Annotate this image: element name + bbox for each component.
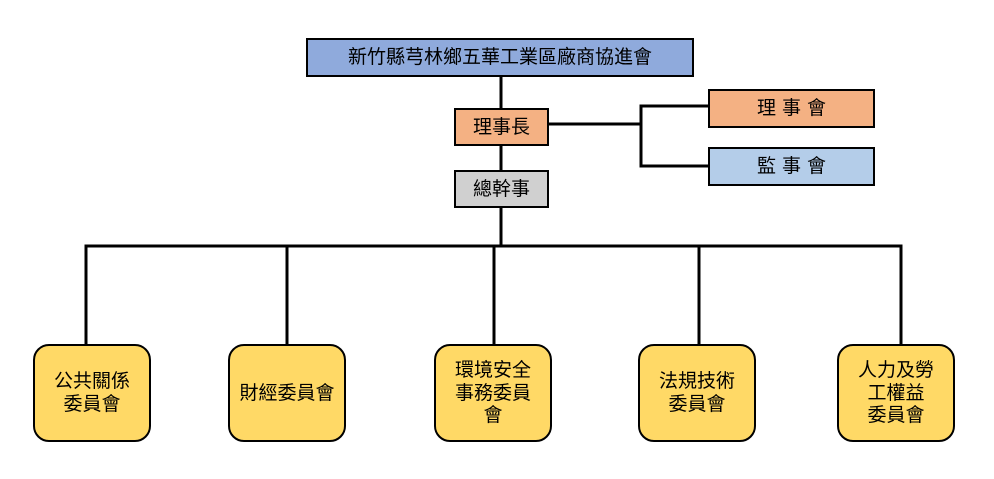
committee-label: 人力及勞 工權益 委員會	[857, 358, 934, 427]
node-supervisors-label: 監 事 會	[756, 155, 827, 178]
node-committee-environment-safety: 環境安全 事務委員 會	[434, 344, 552, 442]
node-board-of-directors: 理 事 會	[708, 89, 875, 128]
node-secretary-general-label: 總幹事	[472, 177, 530, 200]
node-committee-public-relations: 公共關係 委員會	[33, 344, 151, 442]
node-chairman: 理事長	[454, 108, 549, 146]
committee-label: 環境安全 事務委員 會	[454, 358, 531, 427]
node-chairman-label: 理事長	[472, 115, 530, 138]
node-board-label: 理 事 會	[756, 97, 827, 120]
committee-label: 法規技術 委員會	[658, 370, 735, 415]
node-committee-finance: 財經委員會	[228, 344, 346, 442]
node-secretary-general: 總幹事	[454, 170, 549, 208]
committee-label: 財經委員會	[239, 381, 335, 404]
node-association: 新竹縣芎林鄉五華工業區廠商協進會	[306, 38, 694, 77]
node-committee-labor-rights: 人力及勞 工權益 委員會	[837, 344, 955, 442]
node-association-label: 新竹縣芎林鄉五華工業區廠商協進會	[347, 46, 652, 69]
node-committee-regulations-technology: 法規技術 委員會	[638, 344, 756, 442]
node-board-of-supervisors: 監 事 會	[708, 147, 875, 186]
committee-label: 公共關係 委員會	[53, 370, 130, 415]
